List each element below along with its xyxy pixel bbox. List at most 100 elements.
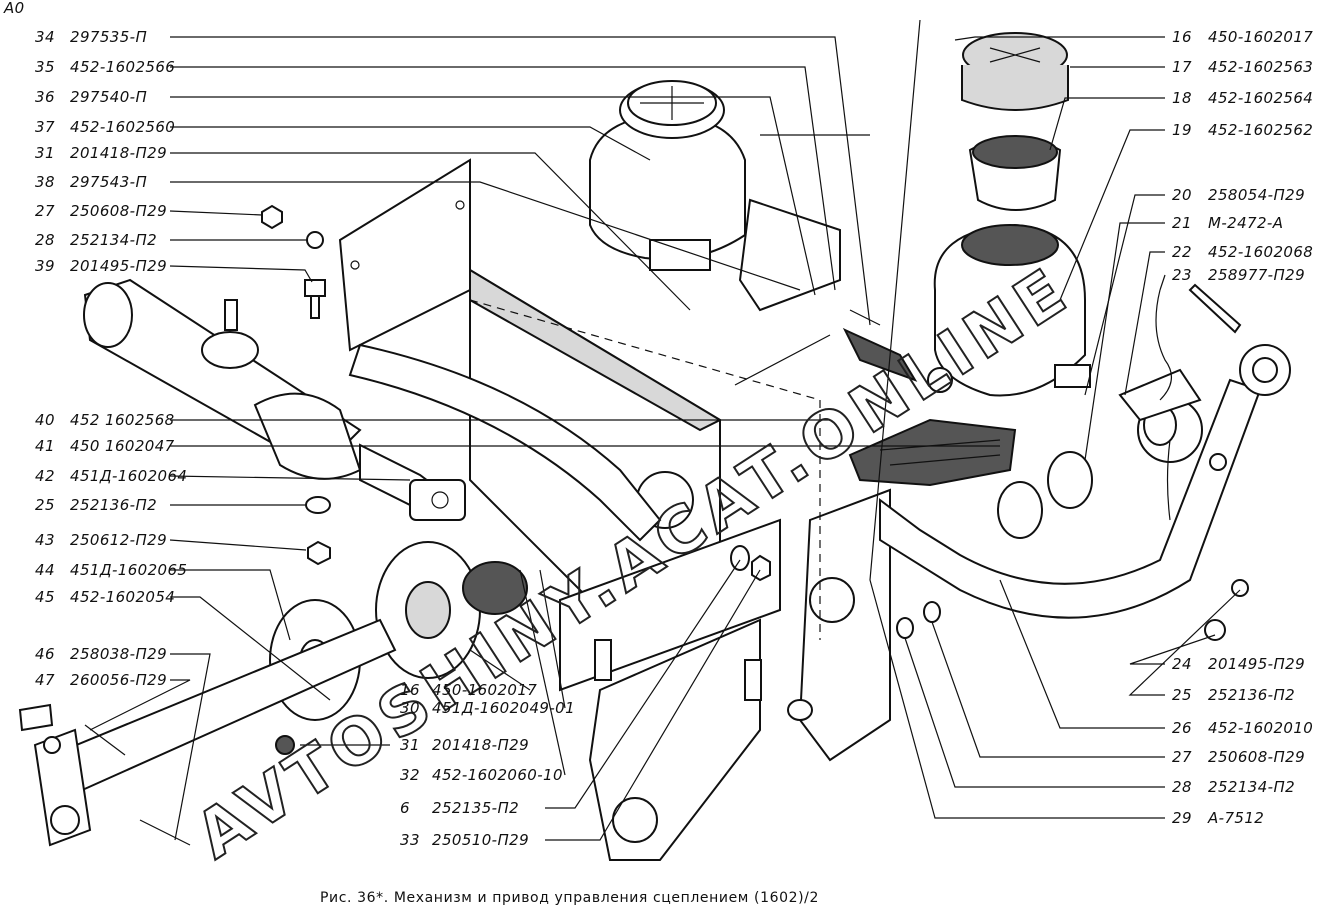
label-num: 39 xyxy=(35,257,55,275)
label-part: 250608-П29 xyxy=(70,202,167,220)
label-part: 252136-П2 xyxy=(70,496,157,514)
label-num: 42 xyxy=(35,467,55,485)
svg-text:29А-7512: 29 А-7512 xyxy=(1172,809,1264,827)
label-part: 201418-П29 xyxy=(70,144,167,162)
label-num: 29 xyxy=(1172,809,1192,827)
label-num: 28 xyxy=(1172,778,1192,796)
label-part: 258038-П29 xyxy=(70,645,167,663)
label-num: 17 xyxy=(1172,58,1192,76)
label-num: 40 xyxy=(35,411,55,429)
label-part: А-7512 xyxy=(1207,809,1264,827)
label-num: 46 xyxy=(35,645,55,663)
label-part: 452-1602564 xyxy=(1208,89,1313,107)
label-num: 37 xyxy=(35,118,55,136)
label-num: 44 xyxy=(35,561,55,579)
label-part: 450 1602047 xyxy=(70,437,175,455)
label-num: 25 xyxy=(35,496,55,514)
label-part: 201418-П29 xyxy=(432,736,529,754)
pedal-pad xyxy=(848,418,1017,487)
label-num: 19 xyxy=(1172,121,1192,139)
label-part: 452-1602560 xyxy=(70,118,175,136)
right-pedal-lever xyxy=(1118,283,1291,641)
label-num: 28 xyxy=(35,231,55,249)
label-num: 20 xyxy=(1172,186,1192,204)
label-part: 450-1602017 xyxy=(1208,28,1313,46)
label-part: 452-1602060-10 xyxy=(432,766,563,784)
label-part: 451Д-1602064 xyxy=(70,467,187,485)
label-part: 252134-П2 xyxy=(70,231,157,249)
return-spring xyxy=(842,327,953,393)
label-part: 250612-П29 xyxy=(70,531,167,549)
label-part: 260056-П29 xyxy=(70,671,167,689)
label-num: 38 xyxy=(35,173,55,191)
label-num: 21 xyxy=(1172,214,1192,232)
label-num: 30 xyxy=(400,699,420,717)
label-part: 252136-П2 xyxy=(1208,686,1295,704)
label-num: 31 xyxy=(400,736,420,754)
label-num: 33 xyxy=(400,831,420,849)
label-num: 18 xyxy=(1172,89,1192,107)
pedal-bracket-frame xyxy=(469,268,891,861)
label-part: 297540-П xyxy=(70,88,147,106)
label-part: 252135-П2 xyxy=(432,799,519,817)
master-cylinder-reservoir xyxy=(589,80,841,312)
label-num: 43 xyxy=(35,531,55,549)
corner-mark: A0 xyxy=(3,0,25,17)
pedal-shaft-assembly xyxy=(18,541,528,847)
label-part: 450-1602017 xyxy=(432,681,537,699)
label-num: 22 xyxy=(1172,243,1192,261)
label-part: 452 1602568 xyxy=(70,411,175,429)
label-part: 452-1602563 xyxy=(1208,58,1313,76)
label-num: 45 xyxy=(35,588,55,606)
label-part: 297543-П xyxy=(70,173,147,191)
label-num: 16 xyxy=(400,681,420,699)
label-part: М-2472-А xyxy=(1208,214,1283,232)
label-num: 26 xyxy=(1172,719,1192,737)
figure-caption: Рис. 36*. Механизм и привод управления с… xyxy=(320,890,819,906)
pushrod-tube-assembly xyxy=(83,278,466,521)
label-part: 451Д-1602065 xyxy=(70,561,187,579)
label-num: 35 xyxy=(35,58,55,76)
label-num: 31 xyxy=(35,144,55,162)
label-num: 23 xyxy=(1172,266,1192,284)
label-num: 36 xyxy=(35,88,55,106)
label-part: 452-1602562 xyxy=(1208,121,1313,139)
label-part: 297535-П xyxy=(70,28,147,46)
label-part: 452-1602068 xyxy=(1208,243,1313,261)
label-part: 451Д-1602049-01 xyxy=(432,699,575,717)
label-part: 201495-П29 xyxy=(70,257,167,275)
label-part: 452-1602566 xyxy=(70,58,175,76)
label-part: 452-1602054 xyxy=(70,588,175,606)
label-part: 252134-П2 xyxy=(1208,778,1295,796)
